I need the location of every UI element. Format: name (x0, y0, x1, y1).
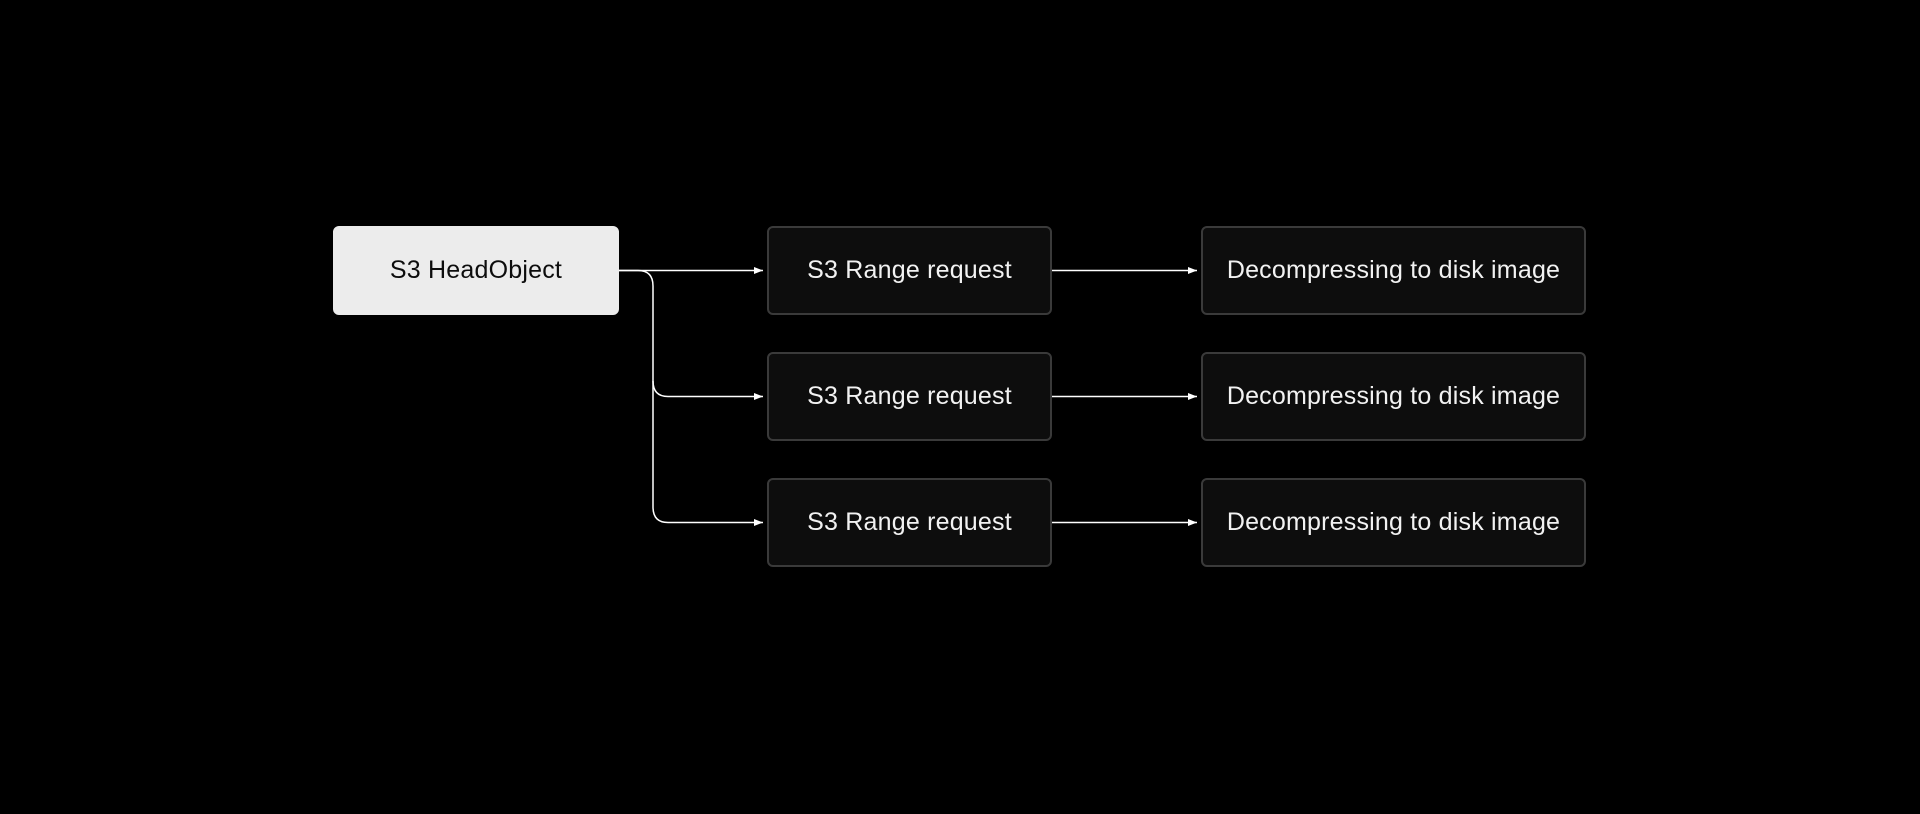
node-s3-headobject-label: S3 HeadObject (389, 256, 563, 284)
node-s3-range-request-1: S3 Range request (767, 226, 1052, 315)
node-s3-range-request-1-label: S3 Range request (807, 256, 1012, 284)
node-s3-range-request-3-label: S3 Range request (807, 508, 1012, 536)
node-decompressing-2-label: Decompressing to disk image (1226, 382, 1561, 410)
node-s3-range-request-2: S3 Range request (767, 352, 1052, 441)
node-decompressing-1-label: Decompressing to disk image (1226, 256, 1561, 284)
node-s3-range-request-3: S3 Range request (767, 478, 1052, 567)
node-decompressing-1: Decompressing to disk image (1201, 226, 1586, 315)
node-decompressing-3: Decompressing to disk image (1201, 478, 1586, 567)
node-decompressing-2: Decompressing to disk image (1201, 352, 1586, 441)
node-decompressing-3-label: Decompressing to disk image (1226, 508, 1561, 536)
connector-source-to-request-3 (652, 381, 763, 526)
connector-source-to-request-2 (619, 269, 763, 400)
node-s3-range-request-2-label: S3 Range request (807, 382, 1012, 410)
node-s3-headobject: S3 HeadObject (333, 226, 619, 315)
